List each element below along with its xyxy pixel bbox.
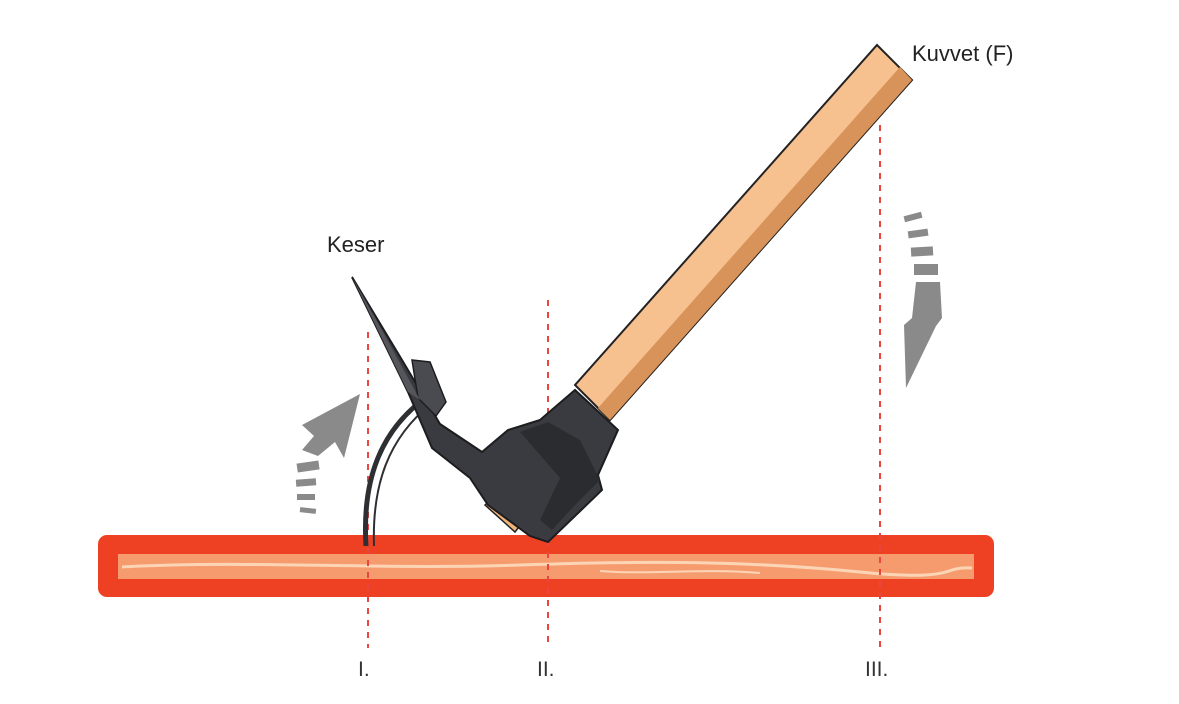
axis-label-2: II.: [537, 658, 555, 681]
keser-label: Keser: [327, 232, 385, 257]
hammer-head: [351, 276, 620, 544]
wooden-board: [98, 535, 994, 597]
wood-grain-2: [599, 570, 761, 574]
board-inner: [118, 554, 974, 579]
curved-down-arrow-icon: [903, 211, 942, 388]
force-label: Kuvvet (F): [912, 41, 1014, 66]
nail-shaft: [362, 393, 430, 547]
curved-up-arrow-icon: [295, 394, 360, 514]
axis-label-3: III.: [865, 658, 889, 681]
wood-grain: [121, 560, 973, 577]
axis-label-1: I.: [358, 658, 370, 681]
